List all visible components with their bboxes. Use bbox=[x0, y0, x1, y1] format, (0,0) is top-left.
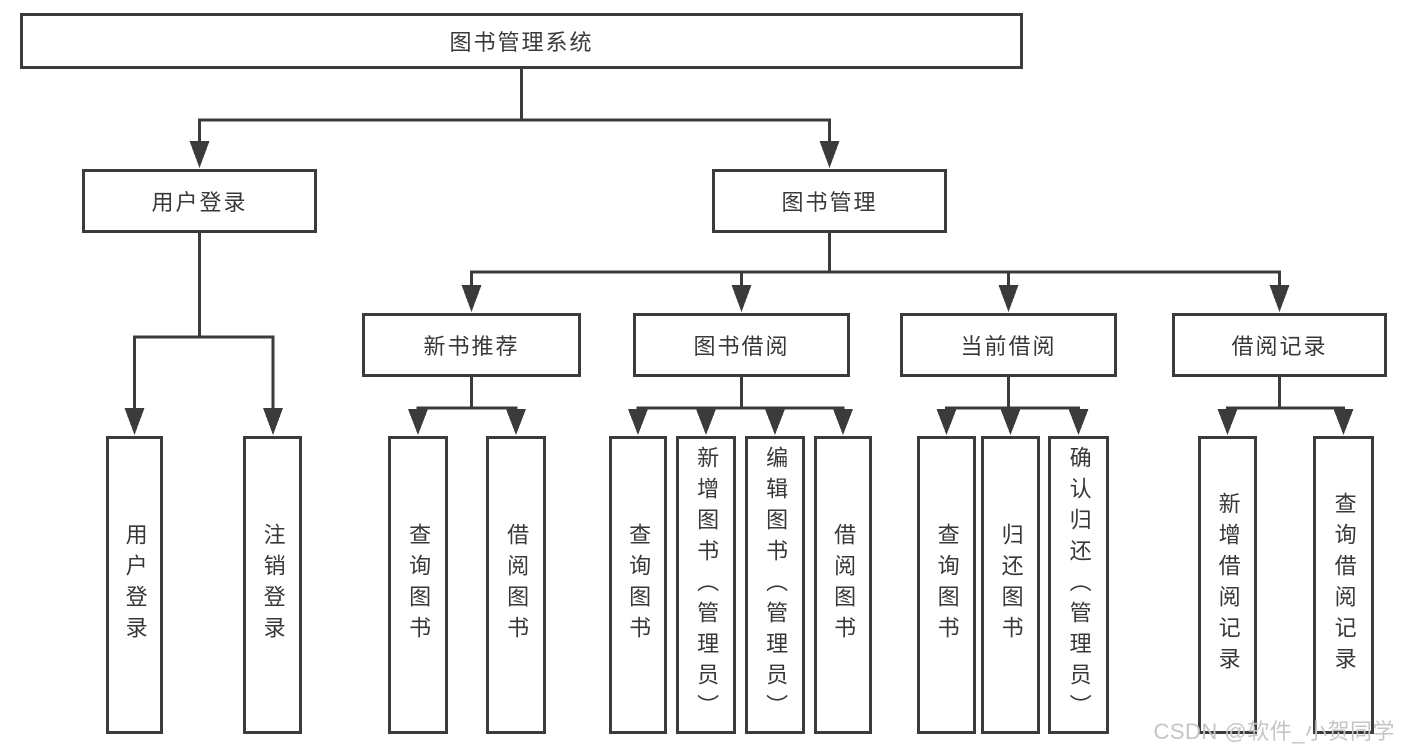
leaf-query-borrow-record: 查询借阅记录 bbox=[1313, 436, 1374, 734]
node-label: 归还图书 bbox=[998, 523, 1024, 647]
arrow-down bbox=[1068, 409, 1089, 435]
arrow-down bbox=[506, 409, 526, 435]
node-label: 确认归还（管理员） bbox=[1066, 445, 1092, 725]
node-label: 查询图书 bbox=[626, 523, 652, 647]
node-label: 用户登录 bbox=[122, 523, 148, 647]
leaf-return-book: 归还图书 bbox=[981, 436, 1040, 734]
arrow-down bbox=[1269, 285, 1290, 312]
arrow-down bbox=[765, 409, 785, 435]
connector-new-book-recommend-to-leaves bbox=[408, 377, 526, 435]
node-label: 借阅图书 bbox=[831, 523, 857, 647]
node-label: 查询图书 bbox=[934, 523, 960, 647]
leaf-query-book-current: 查询图书 bbox=[917, 436, 976, 734]
node-label: 注销登录 bbox=[260, 523, 286, 647]
leaf-borrow-book: 借阅图书 bbox=[814, 436, 872, 734]
arrow-down bbox=[124, 408, 145, 435]
node-label: 当前借阅 bbox=[960, 334, 1057, 359]
node-label: 查询借阅记录 bbox=[1331, 492, 1357, 678]
node-label: 图书借阅 bbox=[693, 334, 790, 359]
connector-borrow-records-to-leaves bbox=[1217, 377, 1354, 435]
connector-book-borrow-to-leaves bbox=[628, 377, 853, 435]
leaf-logout: 注销登录 bbox=[243, 436, 302, 734]
node-label: 图书管理 bbox=[781, 190, 878, 215]
node-current-borrow: 当前借阅 bbox=[900, 313, 1117, 377]
watermark: CSDN @软件_小贺同学 bbox=[1153, 719, 1395, 744]
leaf-add-borrow-record: 新增借阅记录 bbox=[1198, 436, 1257, 734]
leaf-add-book-admin: 新增图书（管理员） bbox=[676, 436, 736, 734]
arrow-down bbox=[263, 408, 283, 435]
arrow-down bbox=[189, 141, 210, 168]
arrow-down bbox=[696, 409, 716, 435]
node-library-management-system: 图书管理系统 bbox=[20, 13, 1023, 69]
leaf-query-book-recommend: 查询图书 bbox=[388, 436, 448, 734]
arrow-down bbox=[628, 409, 648, 435]
leaf-borrow-book-recommend: 借阅图书 bbox=[486, 436, 546, 734]
connector-root-to-level2 bbox=[189, 69, 840, 168]
node-label: 借阅图书 bbox=[504, 523, 530, 647]
leaf-edit-book-admin: 编辑图书（管理员） bbox=[745, 436, 805, 734]
leaf-query-book-borrow: 查询图书 bbox=[609, 436, 667, 734]
arrow-down bbox=[1000, 409, 1021, 435]
arrow-down bbox=[1217, 409, 1238, 435]
arrow-down bbox=[461, 285, 482, 312]
node-book-borrow: 图书借阅 bbox=[633, 313, 850, 377]
node-user-login: 用户登录 bbox=[82, 169, 317, 233]
connector-current-borrow-to-leaves bbox=[936, 377, 1089, 435]
node-label: 新书推荐 bbox=[423, 334, 520, 359]
arrow-down bbox=[998, 285, 1019, 312]
node-label: 查询图书 bbox=[406, 523, 432, 647]
arrow-down bbox=[833, 409, 853, 435]
node-label: 新增图书（管理员） bbox=[694, 445, 720, 725]
arrow-down bbox=[1333, 409, 1354, 435]
arrow-down bbox=[819, 141, 840, 168]
connector-user-login-to-leaves bbox=[124, 233, 283, 435]
leaf-confirm-return-admin: 确认归还（管理员） bbox=[1048, 436, 1109, 734]
node-label: 图书管理系统 bbox=[449, 30, 594, 55]
arrow-down bbox=[936, 409, 957, 435]
arrow-down bbox=[731, 285, 752, 312]
node-label: 新增借阅记录 bbox=[1215, 492, 1241, 678]
leaf-user-login: 用户登录 bbox=[106, 436, 163, 734]
node-borrow-records: 借阅记录 bbox=[1172, 313, 1387, 377]
node-label: 借阅记录 bbox=[1231, 334, 1328, 359]
connector-book-management-to-level3 bbox=[461, 233, 1290, 312]
node-label: 用户登录 bbox=[151, 190, 248, 215]
node-new-book-recommend: 新书推荐 bbox=[362, 313, 581, 377]
arrow-down bbox=[408, 409, 428, 435]
node-label: 编辑图书（管理员） bbox=[763, 445, 789, 725]
node-book-management: 图书管理 bbox=[712, 169, 947, 233]
